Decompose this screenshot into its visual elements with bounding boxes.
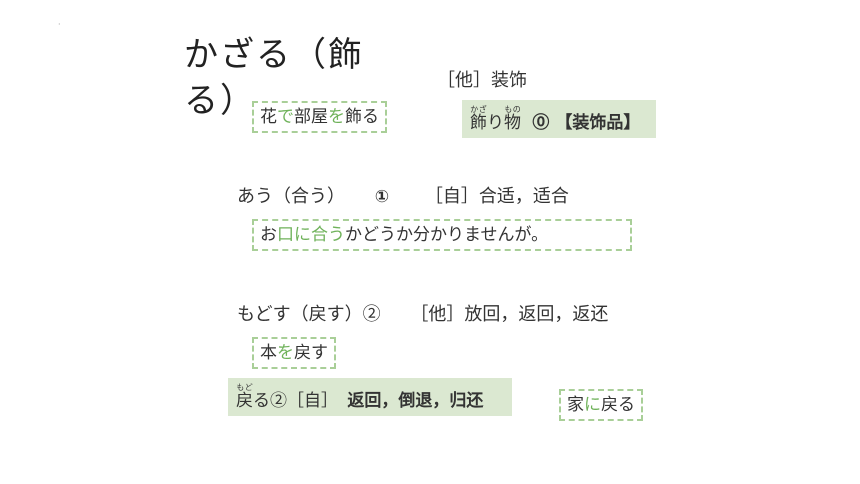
particle-highlight: 口に合う [277, 225, 345, 245]
example-text: 本 [260, 343, 277, 363]
particle-highlight: で [277, 107, 294, 127]
okurigana-ri: り [487, 113, 504, 133]
kazarimono-meaning: 【装饰品】 [555, 113, 641, 133]
kanji-modo: 戻 [236, 391, 253, 411]
modoru-meaning: 返回，倒退，归还 [347, 391, 484, 411]
au-heading: あう（合う） ① ［自］合适，适合 [237, 182, 569, 208]
example-text: 花 [260, 107, 277, 127]
accent-number: ⓪ [532, 113, 550, 133]
example-text: 戻る [601, 395, 635, 415]
modoru-derived: 戻もどる②［自］ 返回，倒退，归还 [228, 378, 512, 416]
kazaru-example: 花で部屋を飾る [252, 101, 387, 133]
kanji-kazari: 飾 [470, 113, 487, 133]
particle-highlight: を [328, 107, 345, 127]
word-title-kazaru: かざる（飾る） [184, 35, 364, 121]
example-text: 飾る [345, 107, 379, 127]
example-text: 戻す [294, 343, 328, 363]
modoru-reading: る②［自］ [253, 391, 338, 411]
modoru-example: 家に戻る [559, 389, 643, 421]
particle-highlight: に [584, 395, 601, 415]
furigana-kaza: かざ [470, 105, 487, 114]
kazaru-meaning: ［他］装饰 [437, 70, 527, 91]
modosu-meaning: ［他］放回，返回，返还 [410, 304, 609, 325]
example-text: かどうか分かりませんが。 [345, 225, 549, 245]
example-text: お [260, 225, 277, 245]
example-text: 家 [567, 395, 584, 415]
example-text: 部屋 [294, 107, 328, 127]
modosu-word: もどす（戻す）② [237, 304, 381, 325]
modosu-example: 本を戻す [252, 337, 336, 369]
kanji-mono: 物 [504, 113, 521, 133]
modosu-heading: もどす（戻す）② ［他］放回，返回，返还 [237, 300, 608, 326]
au-meaning: ［自］合适，适合 [424, 186, 569, 207]
au-example: お口に合うかどうか分かりませんが。 [252, 219, 632, 251]
corner-dot: · [58, 20, 61, 29]
au-accent-number: ① [374, 187, 390, 207]
furigana-mono: もの [504, 105, 521, 114]
kazarimono-derived: 飾かざり物もの ⓪【装饰品】 [462, 100, 656, 138]
particle-highlight: を [277, 343, 294, 363]
furigana-modo: もど [236, 383, 253, 392]
au-word: あう（合う） [237, 186, 345, 207]
